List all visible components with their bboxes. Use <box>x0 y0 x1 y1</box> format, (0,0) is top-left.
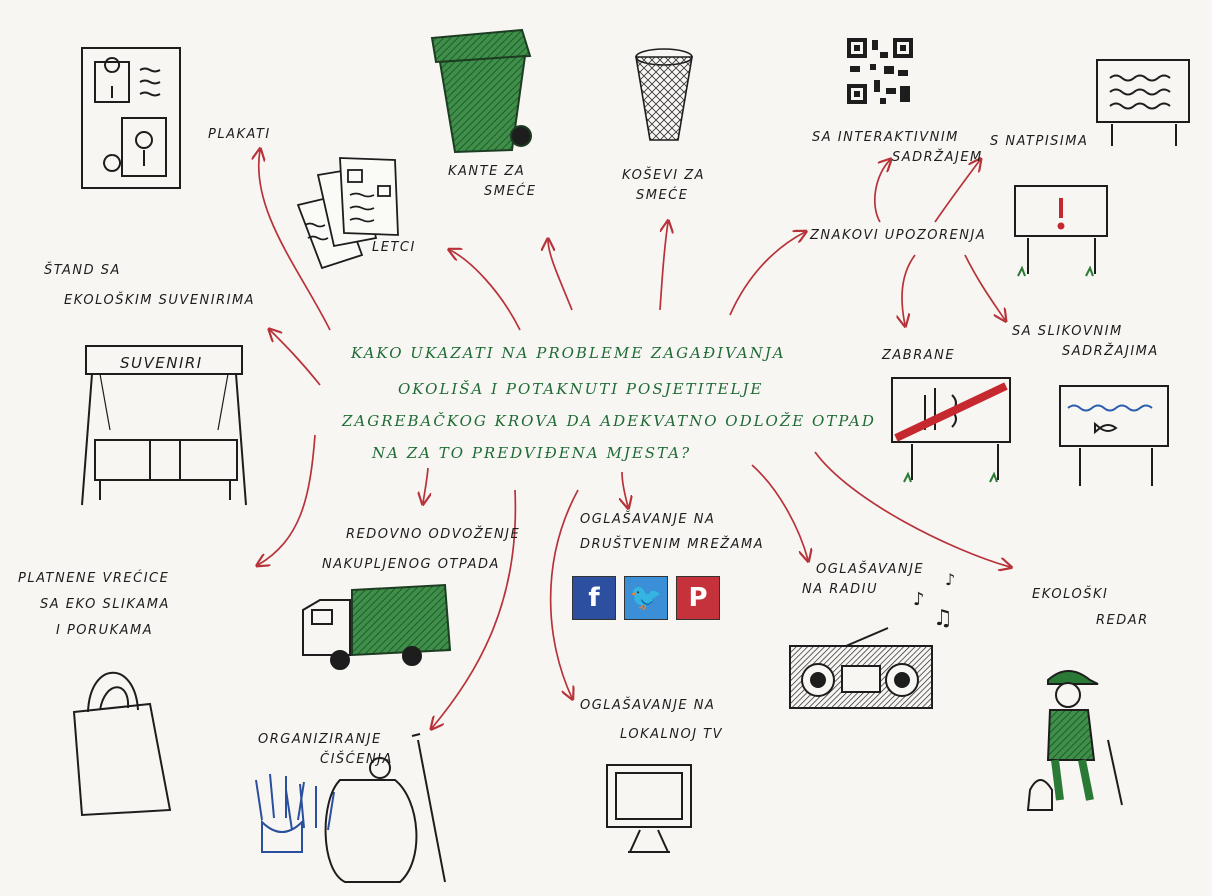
label-odvozenje-line-2: nakupljenog otpada <box>322 556 500 572</box>
label-tv-line-1: Oglašavanje na <box>580 698 716 713</box>
label-redar-line-1: Ekološki <box>1032 587 1109 602</box>
question-line-2: okoliša i potaknuti posjetitelje <box>398 380 764 398</box>
arrow-tv <box>549 489 579 698</box>
arrow-redar <box>814 451 1010 567</box>
label-slikovni-line-1: Sa slikovnim <box>1012 324 1123 339</box>
arrow-stand <box>270 330 321 386</box>
label-tv: Oglašavanje na lokalnoj TV <box>580 692 723 749</box>
label-mreze-line-1: Oglašavanje na <box>580 512 716 527</box>
poster-illustration <box>81 47 181 189</box>
label-vrecice-line-2: sa eko slikama <box>40 597 170 612</box>
arrow-radio <box>751 464 808 560</box>
label-redar-line-2: redar <box>1096 613 1149 628</box>
twitter-icon: 🐦 <box>624 576 668 620</box>
arrow-znakovi <box>729 232 805 316</box>
label-vrecice-line-3: i porukama <box>56 623 154 638</box>
qr-code-illustration <box>847 38 913 104</box>
label-ciscenje-line-2: čišćenja <box>320 751 393 767</box>
facebook-icon: f <box>572 576 616 620</box>
label-slikovni: Sa slikovnim sadržajima <box>1012 322 1159 361</box>
label-kante-line-2: smeće <box>484 183 537 199</box>
label-vrecice: Platnene vrećice sa eko slikama i poruka… <box>18 566 170 644</box>
label-tv-line-2: lokalnoj TV <box>620 726 723 742</box>
leaflets-illustration <box>296 157 399 270</box>
wheelie-bin-illustration <box>430 28 532 154</box>
arrow-kante <box>548 240 573 311</box>
arrow-kosevi <box>659 222 668 311</box>
souvenir-stand-illustration <box>81 345 247 506</box>
label-kante-line-1: Kante za <box>448 164 526 179</box>
svg-text:♪: ♪ <box>945 570 955 589</box>
label-ciscenje-line-1: Organiziranje <box>258 732 382 747</box>
label-interaktivni-line-1: Sa interaktivnim <box>812 130 959 145</box>
label-kosevi-line-2: smeće <box>636 187 689 203</box>
label-redar: Ekološki redar <box>1032 582 1149 634</box>
label-stand-line-2: ekološkim suvenirima <box>64 292 256 308</box>
arrow-mreze <box>622 471 628 507</box>
arrow-letci <box>450 250 521 331</box>
arrow-interaktivni <box>873 160 890 223</box>
label-radio: Oglašavanje na radiu <box>802 560 924 599</box>
arrow-odvozenje <box>423 467 428 503</box>
label-letci: Letci <box>372 240 416 255</box>
label-kante: Kante za smeće <box>448 162 536 201</box>
label-slikovni-line-2: sadržajima <box>1062 343 1159 359</box>
warning-sign-illustration <box>1014 185 1108 277</box>
arrow-zabrane <box>902 254 916 325</box>
label-suveniri-sign: Suveniri <box>120 354 203 372</box>
label-radio-line-2: na radiu <box>802 581 879 597</box>
svg-text:♪: ♪ <box>913 589 925 610</box>
garbage-truck-illustration <box>302 583 452 670</box>
label-mreze-line-2: društvenim mrežama <box>580 536 765 552</box>
label-znakovi: Znakovi upozorenja <box>810 228 987 243</box>
social-icons: f🐦P <box>572 576 720 620</box>
arrow-ciscenje <box>432 489 517 728</box>
pictorial-sign-illustration <box>1059 385 1169 486</box>
question-line-1: Kako ukazati na probleme zagađivanja <box>351 344 786 362</box>
label-kosevi: Koševi za smeće <box>622 166 705 205</box>
label-interaktivni-line-2: sadržajem <box>892 149 983 165</box>
wire-basket-illustration <box>635 48 693 141</box>
prohibition-sign-illustration <box>891 377 1011 483</box>
arrow-vrecice <box>258 434 316 565</box>
label-plakati: Plakati <box>208 127 271 142</box>
arrows <box>258 150 1010 728</box>
label-mreze: Oglašavanje na društvenim mrežama <box>580 508 764 557</box>
label-interaktivni: Sa interaktivnim sadržajem <box>812 128 983 167</box>
tv-illustration <box>606 764 692 853</box>
label-stand: Štand sa ekološkim suvenirima <box>44 256 255 316</box>
arrow-slikovni <box>964 254 1005 320</box>
label-odvozenje: Redovno odvoženje nakupljenog otpada <box>322 520 520 580</box>
svg-text:♫: ♫ <box>933 606 953 631</box>
label-ciscenje: Organiziranje čišćenja <box>258 730 393 769</box>
pinterest-icon: P <box>676 576 720 620</box>
question-line-3: zagrebačkog krova da adekvatno odlože ot… <box>342 412 876 430</box>
arrow-natpisi <box>934 160 980 223</box>
label-zabrane: Zabrane <box>882 348 956 363</box>
label-odvozenje-line-1: Redovno odvoženje <box>346 527 521 542</box>
canvas-bag-illustration <box>72 671 172 817</box>
arrow-plakati <box>259 150 331 331</box>
signboard-text-illustration <box>1096 59 1190 146</box>
eco-warden-illustration <box>1026 670 1123 811</box>
label-vrecice-line-1: Platnene vrećice <box>18 571 170 586</box>
label-kosevi-line-1: Koševi za <box>622 168 706 183</box>
cleanup-illustration <box>255 733 446 883</box>
question-line-4: na za to predviđena mjesta? <box>372 444 692 462</box>
label-stand-line-1: Štand sa <box>44 263 121 278</box>
label-radio-line-1: Oglašavanje <box>816 562 925 577</box>
radio-illustration: ♪ ♪ ♫ <box>789 570 955 709</box>
label-natpisi: S natpisima <box>990 134 1089 149</box>
